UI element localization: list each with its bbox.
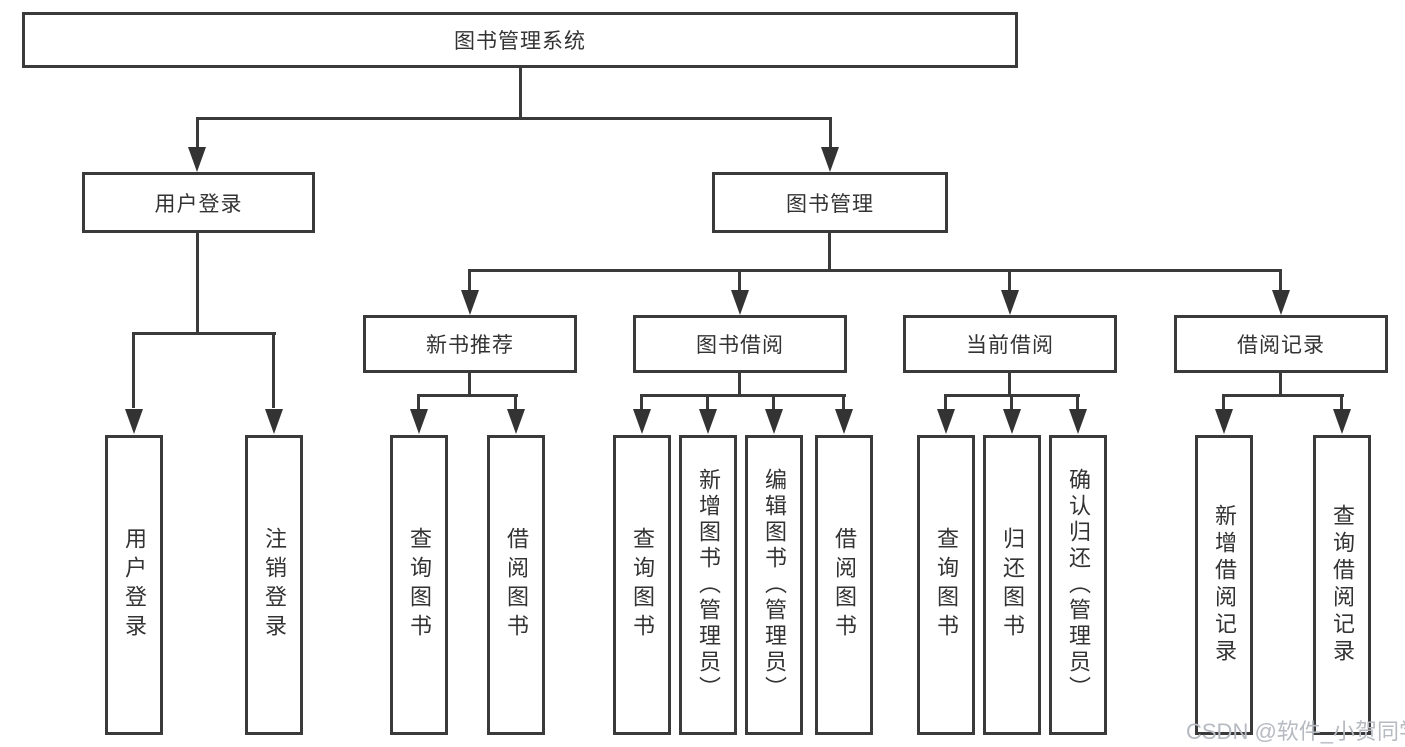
connector-branch [132, 332, 276, 335]
leaf-label: 查询借阅记录 [1330, 504, 1355, 666]
connector-branch [417, 394, 518, 397]
arrowhead-icon [835, 409, 853, 434]
connector-stem [738, 373, 741, 397]
arrowhead-icon [125, 409, 143, 434]
arrowhead-icon [731, 290, 749, 315]
node-new-book-recommend: 新书推荐 [363, 315, 577, 373]
node-borrow-records: 借阅记录 [1174, 315, 1388, 373]
connector-branch [944, 394, 1080, 397]
connector-drop [468, 271, 471, 291]
leaf-confirm-return-admin: 确认归还（管理员） [1049, 435, 1107, 735]
leaf-return-books: 归还图书 [983, 435, 1041, 735]
leaf-query-books-3: 查询图书 [917, 435, 975, 735]
leaf-label: 查询图书 [407, 527, 432, 643]
leaf-query-books-2: 查询图书 [613, 435, 671, 735]
node-current-borrowing-label: 当前借阅 [966, 334, 1054, 357]
connector-stem [196, 233, 199, 334]
connector-drop [1279, 271, 1282, 291]
arrowhead-icon [821, 147, 839, 172]
leaf-label: 确认归还（管理员） [1066, 468, 1091, 702]
connector-stem [1008, 373, 1011, 397]
leaf-label: 新增图书（管理员） [696, 468, 721, 702]
leaf-label: 借阅图书 [832, 527, 857, 643]
leaf-label: 编辑图书（管理员） [762, 468, 787, 702]
connector-drop [772, 396, 775, 410]
leaf-label: 归还图书 [1000, 527, 1025, 643]
leaf-query-books-1: 查询图书 [390, 435, 448, 735]
connector-drop [1008, 271, 1011, 291]
connector-drop [944, 396, 947, 410]
node-new-book-recommend-label: 新书推荐 [426, 334, 514, 357]
node-book-borrowing-label: 图书借阅 [696, 334, 784, 357]
node-borrow-records-label: 借阅记录 [1237, 334, 1325, 357]
leaf-label: 新增借阅记录 [1212, 504, 1237, 666]
connector-drop [514, 396, 517, 410]
arrowhead-icon [188, 147, 206, 172]
connector-branch [1222, 394, 1344, 397]
connector-drop [417, 396, 420, 410]
connector-drop [640, 396, 643, 410]
connector-drop [706, 396, 709, 410]
leaf-label: 查询图书 [934, 527, 959, 643]
connector-drop [1076, 396, 1079, 410]
arrowhead-icon [765, 409, 783, 434]
node-user-login-label: 用户登录 [154, 192, 243, 216]
connector-drop [1222, 396, 1225, 410]
connector-drop [196, 119, 199, 149]
connector-stem [1279, 373, 1282, 397]
connector-root-stem [519, 68, 522, 119]
arrowhead-icon [1069, 409, 1087, 434]
leaf-edit-books-admin: 编辑图书（管理员） [745, 435, 803, 735]
watermark-text: CSDN @软件_小贺同学 [1186, 719, 1405, 744]
leaf-borrow-books-2: 借阅图书 [815, 435, 873, 735]
node-current-borrowing: 当前借阅 [903, 315, 1117, 373]
leaf-label: 用户登录 [122, 527, 147, 643]
arrowhead-icon [1001, 290, 1019, 315]
leaf-query-borrow-record: 查询借阅记录 [1313, 435, 1371, 735]
leaf-label: 查询图书 [630, 527, 655, 643]
leaf-add-books-admin: 新增图书（管理员） [679, 435, 737, 735]
leaf-label: 借阅图书 [504, 527, 529, 643]
connector-drop [272, 334, 275, 408]
arrowhead-icon [1272, 290, 1290, 315]
connector-branch [640, 394, 846, 397]
connector-drop [829, 119, 832, 149]
arrowhead-icon [937, 409, 955, 434]
arrowhead-icon [410, 409, 428, 434]
arrowhead-icon [1215, 409, 1233, 434]
node-book-management-label: 图书管理 [786, 192, 874, 216]
connector-drop [132, 334, 135, 408]
arrowhead-icon [699, 409, 717, 434]
arrowhead-icon [633, 409, 651, 434]
connector-branch [468, 269, 1282, 272]
arrowhead-icon [507, 409, 525, 434]
connector-drop [738, 271, 741, 291]
arrowhead-icon [1333, 409, 1351, 434]
arrowhead-icon [461, 290, 479, 315]
connector-stem [828, 233, 831, 272]
node-root-label: 图书管理系统 [454, 30, 586, 53]
node-book-borrowing: 图书借阅 [633, 315, 847, 373]
connector-drop [842, 396, 845, 410]
node-user-login: 用户登录 [82, 172, 315, 233]
leaf-borrow-books-1: 借阅图书 [487, 435, 545, 735]
node-book-management: 图书管理 [712, 172, 948, 233]
connector-root-branch [196, 117, 832, 120]
connector-drop [1340, 396, 1343, 410]
arrowhead-icon [265, 409, 283, 434]
leaf-add-borrow-record: 新增借阅记录 [1195, 435, 1253, 735]
node-root: 图书管理系统 [22, 12, 1018, 68]
leaf-label: 注销登录 [262, 527, 287, 643]
connector-stem [468, 373, 471, 397]
arrowhead-icon [1003, 409, 1021, 434]
leaf-user-login: 用户登录 [105, 435, 163, 735]
leaf-logout: 注销登录 [245, 435, 303, 735]
connector-drop [1010, 396, 1013, 410]
